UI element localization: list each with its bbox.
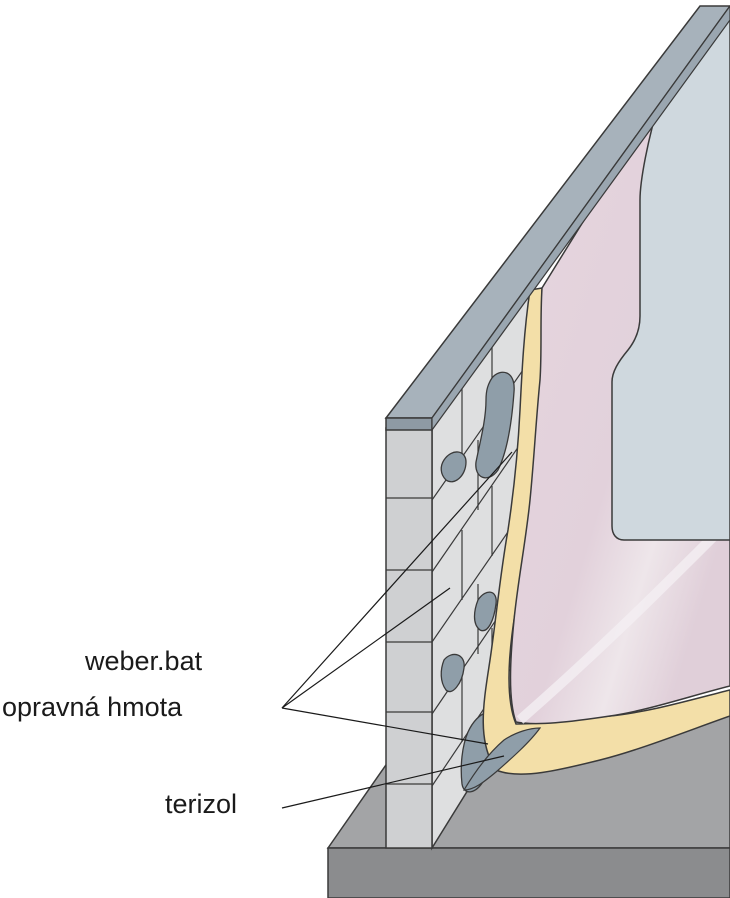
coping-front [385,417,433,431]
repair-patch [440,451,467,483]
insulation-board [611,19,730,541]
coping-side [431,4,730,432]
label-weber-bat: weber.bat [84,646,203,676]
leader-opravna-hmota [281,707,489,745]
label-opravna-hmota: opravná hmota [2,692,183,722]
brick-wall-front [385,427,433,849]
wall-coping [384,4,730,432]
leader-weber-bat-1 [281,451,513,709]
leader-lines [281,451,513,809]
repair-patch [440,653,465,693]
leader-weber-bat-2 [281,587,451,709]
repair-patches [440,371,515,793]
membrane-crease [516,516,730,724]
repair-patch [473,591,497,632]
repair-patch [475,371,515,479]
terizol-wedge [462,727,542,791]
base-slab-front [327,847,730,898]
leader-terizol [281,755,505,809]
label-terizol: terizol [165,789,237,819]
